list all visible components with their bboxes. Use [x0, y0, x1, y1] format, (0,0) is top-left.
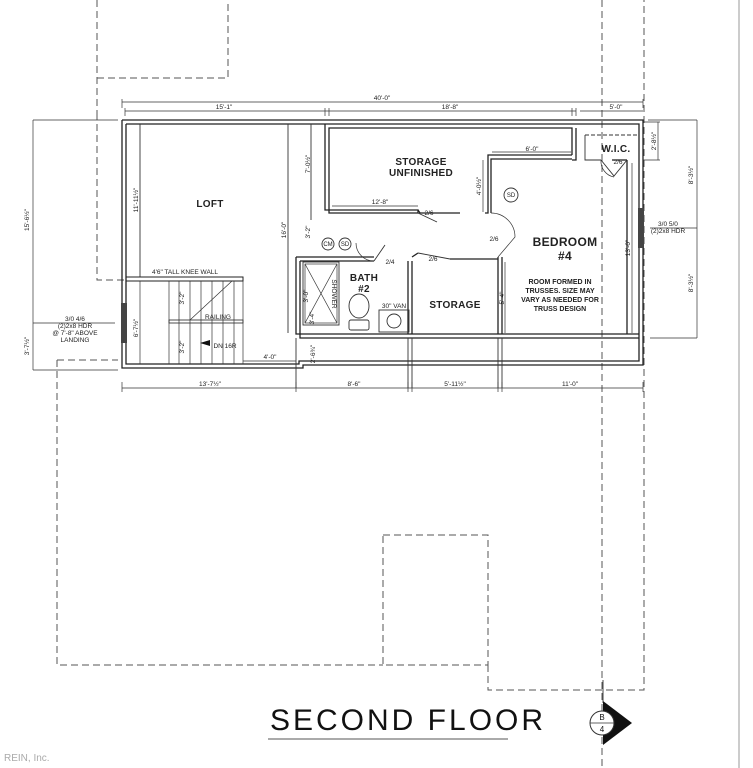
interior-dimensions: 11'-11½" 6'-7½" 3'-2" 3'-2" 4'-0" 7'-0½"…: [132, 119, 698, 363]
fixtures: [302, 187, 519, 333]
dim-landing: 4'-0": [264, 354, 278, 361]
label-vanity: 30" VAN: [382, 303, 407, 310]
cm-detector-icon: [321, 237, 335, 251]
left-dimensions: 15'-6½" 3'-7½" 3/0 4/6 (2)2x8 HDR @ 7'-8…: [23, 119, 118, 371]
exterior-walls: [121, 119, 644, 369]
toilet: [348, 293, 370, 319]
dim-shower-2: 3'-4": [309, 311, 316, 325]
bedroom-note-4: TRUSS DESIGN: [534, 306, 587, 313]
dim-top-left: 15'-1": [216, 104, 233, 111]
label-shower: SHOWER: [330, 279, 337, 309]
room-label-storage-unfinished-2: UNFINISHED: [389, 168, 453, 179]
top-dimensions: 40'-0" 15'-1" 18'-8" 5'-0": [121, 95, 644, 116]
dim-bedroom-height: 13'-0": [625, 239, 632, 256]
dim-storage-height: 5'-4": [499, 291, 506, 305]
stairs: [139, 280, 244, 364]
label-knee-wall: 4'6" TALL KNEE WALL: [152, 269, 218, 276]
dim-overall-top: 40'-0": [374, 95, 391, 102]
dim-bottom-2: 8'-6": [348, 381, 362, 388]
section-marker-number: 4: [600, 725, 605, 734]
dim-right-lower: 8'-3½": [687, 273, 695, 292]
room-label-bath-number: #2: [358, 284, 370, 295]
sd-detector-bedroom-icon: [503, 187, 519, 203]
dim-stair-height: 6'-7½": [132, 318, 140, 337]
label-cm: CM: [323, 242, 332, 248]
room-label-storage-unfinished: STORAGE: [395, 157, 446, 168]
window-left: [121, 303, 127, 343]
room-label-bedroom-number: #4: [558, 249, 572, 263]
doors: [355, 159, 628, 262]
bottom-dimensions: 13'-7½" 8'-6" 5'-11½" 11'-0": [121, 380, 644, 392]
room-label-wic: W.I.C.: [601, 144, 630, 155]
door-label-storage: 2/6: [428, 256, 437, 263]
sink: [386, 313, 402, 329]
dim-wic-depth: 2'-8½": [650, 131, 658, 150]
door-label-wic: 2/6: [613, 159, 622, 166]
dim-bath-lower: 2'-6¾": [310, 344, 317, 363]
door-label-bedroom: 2/6: [489, 236, 498, 243]
room-label-loft: LOFT: [196, 199, 223, 210]
vanity: [378, 309, 410, 333]
sd-detector-icon: [338, 237, 352, 251]
interior-walls: [125, 124, 639, 388]
room-label-bedroom: BEDROOM: [533, 235, 598, 249]
room-label-storage: STORAGE: [429, 300, 480, 311]
shower: [302, 261, 340, 326]
dim-storage-unf-wall: 12'-8": [372, 199, 389, 206]
window-left-height: @ 7'-8" ABOVE: [52, 330, 98, 337]
door-label-bath: 2/4: [385, 259, 394, 266]
dim-top-mid: 18'-8": [442, 104, 459, 111]
dim-loft-height: 11'-11½": [132, 187, 140, 212]
dim-col-total: 16'-0": [281, 221, 288, 238]
stair-arrow-icon: [200, 340, 210, 346]
dim-wic-width: 6'-0": [526, 146, 540, 153]
window-left-header: (2)2x8 HDR: [58, 323, 93, 330]
label-railing: RAILING: [205, 314, 231, 321]
dim-bottom-3: 5'-11½": [444, 380, 466, 388]
room-label-bath: BATH: [350, 273, 378, 284]
bedroom-note-2: TRUSSES. SIZE MAY: [525, 288, 595, 295]
drawing-title: SECOND FLOOR: [270, 704, 546, 737]
window-right-label: 3/0 5/0: [658, 221, 678, 228]
bedroom-note-3: VARY AS NEEDED FOR: [521, 297, 599, 304]
label-sd: SD: [341, 242, 350, 248]
dim-left-overall: 15'-6½": [23, 208, 31, 231]
dim-bottom-1: 13'-7½": [199, 380, 222, 388]
dim-bottom-4: 11'-0": [562, 381, 579, 388]
window-left-label: 3/0 4/6: [65, 316, 85, 323]
dim-stair-run-1: 3'-2": [179, 291, 186, 305]
dim-col-upper: 7'-0½": [304, 154, 312, 173]
section-marker-sheet: B: [599, 713, 604, 722]
watermark: REIN, Inc.: [4, 753, 50, 764]
dim-top-right: 5'-0": [610, 104, 624, 111]
dim-shower-1: 3'-0": [303, 289, 310, 303]
dim-storage-unf-depth: 4'-0½": [475, 176, 483, 195]
knee-wall: [125, 276, 244, 282]
window-right: [638, 208, 644, 248]
door-label-storage-unf: 2/6: [424, 210, 433, 217]
first-floor-outline: [56, 0, 645, 768]
window-left-landing: LANDING: [61, 337, 90, 344]
dim-left-lower: 3'-7½": [23, 336, 31, 355]
dim-stair-run-2: 3'-2": [179, 340, 186, 354]
bedroom-note-1: ROOM FORMED IN: [529, 279, 592, 286]
label-sd-bedroom: SD: [507, 193, 516, 199]
label-stair-down: DN 16R: [213, 343, 236, 350]
dim-right-upper: 8'-3½": [687, 165, 695, 184]
window-right-header: (2)2x8 HDR: [651, 228, 686, 235]
dim-col-lower: 3'-2": [305, 225, 312, 239]
section-marker: B 4: [589, 680, 632, 745]
section-arrow-icon: [603, 701, 632, 745]
